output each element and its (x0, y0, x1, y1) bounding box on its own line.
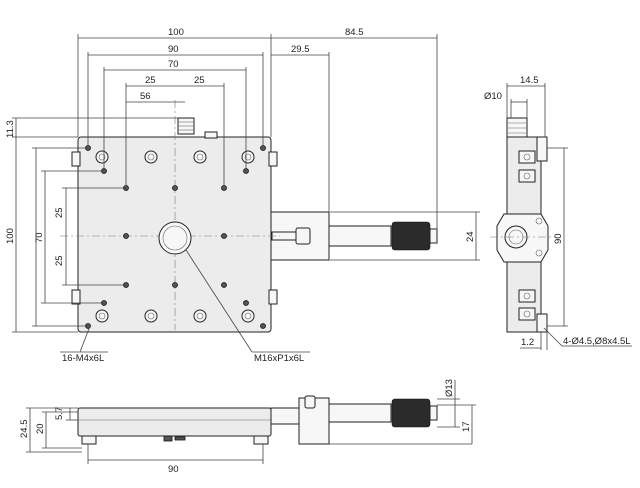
dim-bottom-phi13: Ø13 (444, 379, 455, 397)
dim-left-25-upper: 25 (54, 207, 65, 218)
dim-top-84-5: 84.5 (345, 27, 364, 38)
counterbore-holes (95, 150, 255, 323)
front-body (77, 407, 272, 437)
dim-left-70: 70 (34, 232, 45, 243)
callout-tapped-holes: 16-M4x6L (62, 353, 104, 364)
dim-top-100: 100 (168, 27, 184, 38)
dim-side-90: 90 (553, 233, 564, 244)
dim-side-14-5: 14.5 (520, 75, 539, 86)
dim-left-25-lower: 25 (54, 255, 65, 266)
dim-top-56: 56 (140, 91, 151, 102)
callout-center-thread: M16xP1x6L (254, 353, 304, 364)
top-view: 100 84.5 90 29.5 70 25 25 56 11.3 100 70… (5, 27, 480, 364)
dim-top-29-5: 29.5 (291, 44, 310, 55)
dim-bottom-24-5: 24.5 (19, 420, 30, 439)
front-micrometer-sleeve (328, 403, 392, 423)
dim-top-25-right: 25 (194, 75, 205, 86)
dim-side-1-2: 1.2 (521, 337, 534, 348)
dim-right-24: 24 (465, 231, 476, 242)
dim-top-70: 70 (168, 59, 179, 70)
micrometer-thimble (391, 221, 431, 251)
spring-pin (204, 131, 218, 139)
micrometer-clamp (295, 227, 311, 245)
micrometer-ratchet (429, 228, 438, 244)
front-view: 24.5 20 5.7 90 Ø13 17 (19, 379, 476, 475)
dim-left-11-3: 11.3 (5, 120, 16, 138)
front-foot-left (81, 435, 97, 445)
lug-left-top (71, 151, 81, 167)
dim-top-90: 90 (168, 44, 179, 55)
side-lug-bottom (536, 313, 548, 333)
center-hole-m16 (158, 221, 192, 255)
dim-bottom-20: 20 (35, 423, 46, 434)
side-screw (506, 117, 528, 138)
dim-bottom-17: 17 (461, 421, 472, 432)
dim-bottom-90: 90 (168, 464, 179, 475)
lug-right-bottom (268, 289, 278, 305)
front-micrometer-thimble (391, 398, 431, 428)
dim-left-100: 100 (5, 228, 16, 244)
lug-left-bottom (71, 289, 81, 305)
dim-top-25-left: 25 (145, 75, 156, 86)
side-view: 14.5 Ø10 90 1.2 4-Ø4.5,Ø8x4.5L (484, 75, 632, 350)
side-lug-top (536, 136, 548, 162)
front-foot-right (253, 435, 269, 445)
dim-bottom-5-7: 5.7 (54, 407, 65, 420)
lug-right-top (268, 151, 278, 167)
dim-side-phi10: Ø10 (484, 91, 502, 102)
front-spindle-block (270, 407, 300, 425)
micrometer-sleeve (328, 225, 392, 247)
callout-mount-holes: 4-Ø4.5,Ø8x4.5L (563, 336, 631, 347)
